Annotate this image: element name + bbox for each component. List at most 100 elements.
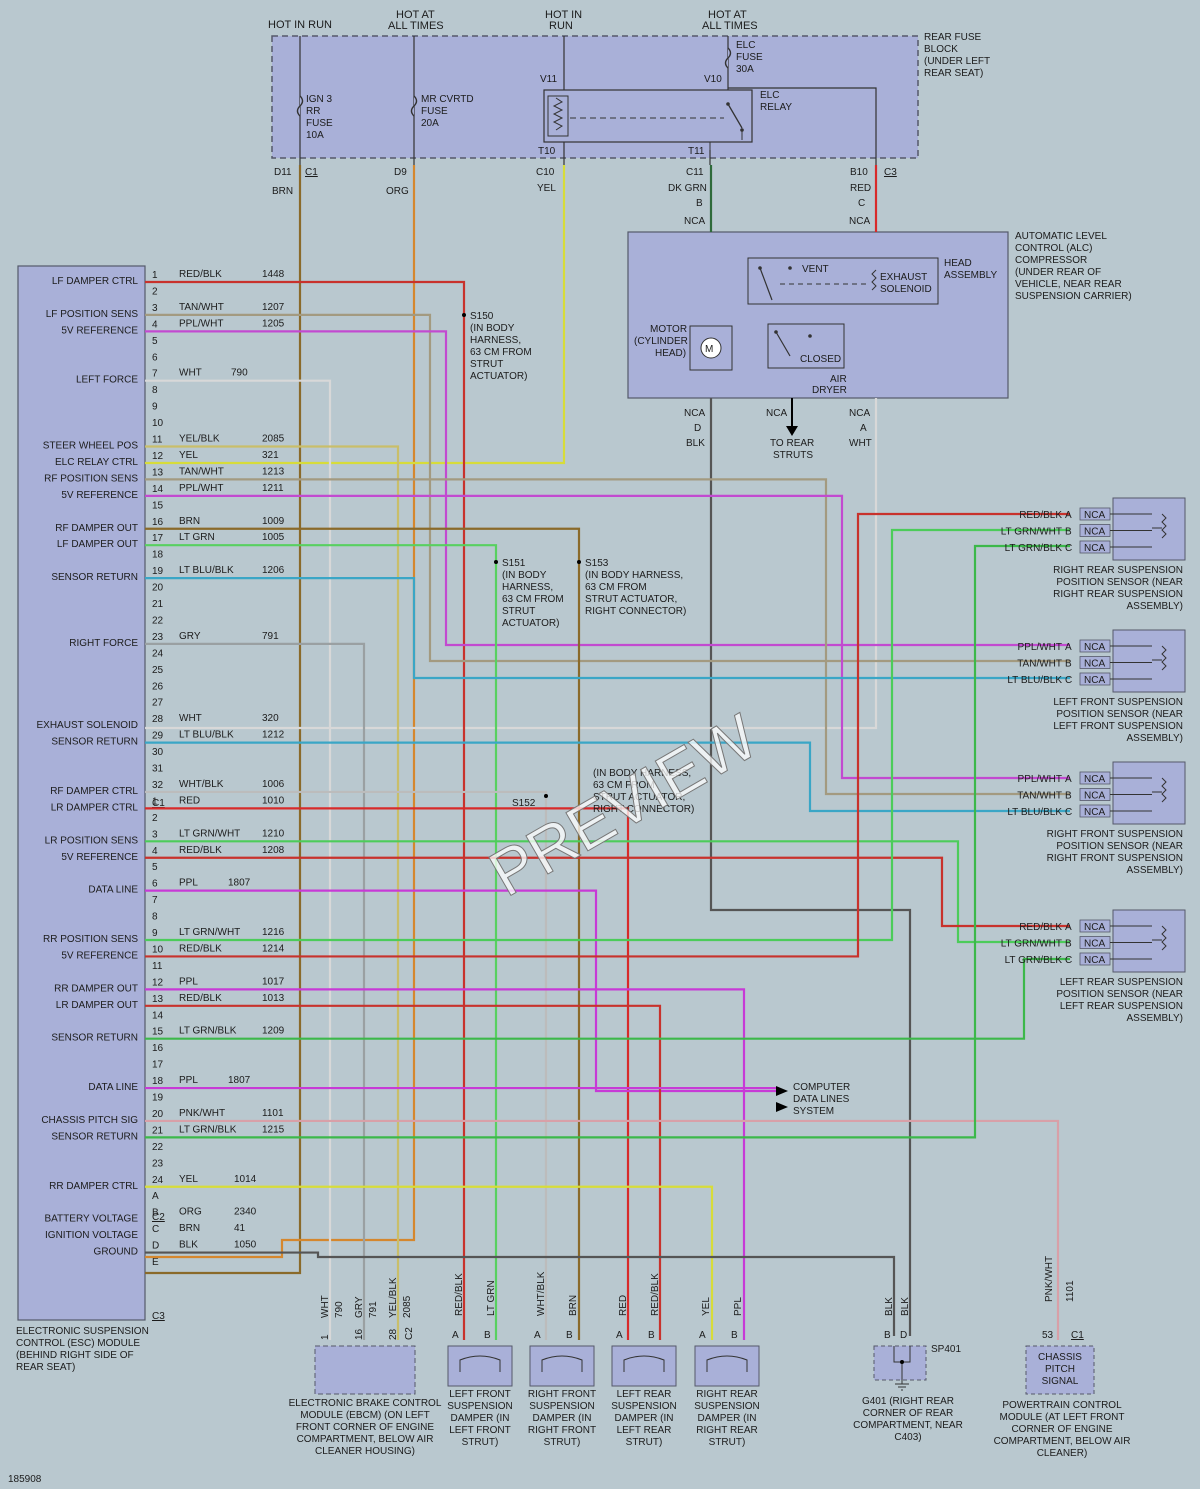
damper-label: SUSPENSION [611, 1401, 677, 1412]
module-pin-number: 3 [152, 303, 158, 314]
module-pin-desc: DATA LINE [88, 1082, 138, 1093]
sensor-nca: NCA [1084, 675, 1105, 686]
damper-label: DAMPER (IN [698, 1413, 757, 1424]
module-pin-color: GRY [179, 631, 201, 642]
module-pin-color: YEL/BLK [179, 434, 220, 445]
module-pin-circuit: 1807 [228, 1075, 251, 1086]
damper-label: STRUT) [544, 1437, 581, 1448]
ground-label: COMPARTMENT, NEAR [853, 1420, 963, 1431]
ground-label: CORNER OF REAR [863, 1408, 954, 1419]
module-pin-desc: SENSOR RETURN [51, 1131, 138, 1142]
module-pin-circuit: 1010 [262, 795, 285, 806]
sensor-nca: NCA [1084, 510, 1105, 521]
sensor-nca: NCA [1084, 543, 1105, 554]
terminal-label: B10 [850, 167, 868, 178]
sensor-pin: A [1065, 510, 1072, 521]
module-pin-number: 18 [152, 550, 164, 561]
ebcm-label: ELECTRONIC BRAKE CONTROL [289, 1398, 442, 1409]
sensor-label: POSITION SENSOR (NEAR [1056, 577, 1183, 588]
module-pin-desc: RF POSITION SENS [44, 473, 138, 484]
sensor-label: ASSEMBLY) [1127, 733, 1184, 744]
module-pin-number: 7 [152, 895, 158, 906]
connector-label: C1 [1071, 1330, 1084, 1341]
module-pin-color: BRN [179, 1223, 200, 1234]
sensor-label: RIGHT REAR SUSPENSION [1053, 565, 1183, 576]
sensor-wire-color: TAN/WHT [1017, 791, 1062, 802]
module-pin-number: 7 [152, 369, 158, 380]
sensor-label: RIGHT FRONT SUSPENSION [1047, 853, 1183, 864]
sensor-nca: NCA [1084, 939, 1105, 950]
damper-wire-color: RED/BLK [650, 1273, 661, 1316]
damper-wire-color: RED/BLK [454, 1273, 465, 1316]
sensor-pin: B [1065, 659, 1072, 670]
pcm-circuit: 1101 [1065, 1280, 1076, 1302]
module-pin-number: 4 [152, 319, 158, 330]
sensor-label: POSITION SENSOR (NEAR [1056, 989, 1183, 1000]
damper-label: STRUT) [709, 1437, 746, 1448]
damper-label: LEFT REAR [617, 1389, 672, 1400]
wire-color: BRN [272, 186, 293, 197]
module-pin-circuit: 1013 [262, 993, 285, 1004]
module-pin-circuit: 2340 [234, 1207, 257, 1218]
module-pin-number: 25 [152, 665, 164, 676]
module-pin-number: 22 [152, 615, 164, 626]
module-pin-circuit: 1213 [262, 466, 285, 477]
ground-pin: D [900, 1330, 907, 1341]
sensor-pin: B [1065, 939, 1072, 950]
module-pin-number: 23 [152, 1158, 164, 1169]
module-pin-desc: RF DAMPER CTRL [50, 786, 138, 797]
module-pin-desc: LF DAMPER OUT [57, 539, 138, 550]
module-pin-desc: CHASSIS PITCH SIG [41, 1115, 138, 1126]
sensor-wire-color: RED/BLK [1019, 922, 1062, 933]
wire-color: DK GRN [668, 183, 707, 194]
sensor-wire-color: LT GRN/BLK [1005, 543, 1063, 554]
pcm-wire-color: PNK/WHT [1044, 1256, 1055, 1302]
module-pin-number: 27 [152, 698, 164, 709]
sensor-pin: C [1065, 675, 1072, 686]
module-pin-circuit: 320 [262, 713, 279, 724]
module-pin-number: 19 [152, 566, 164, 577]
damper-pin: B [484, 1330, 491, 1341]
module-pin-desc: 5V REFERENCE [61, 950, 138, 961]
module-pin-number: 17 [152, 533, 164, 544]
module-pin-circuit: 1014 [234, 1174, 257, 1185]
module-pin-color: PPL [179, 976, 198, 987]
module-pin-desc: BATTERY VOLTAGE [44, 1214, 138, 1225]
sensor-wire-color: LT BLU/BLK [1007, 675, 1062, 686]
module-pin-number: 1 [152, 270, 158, 281]
sensor-pin: A [1065, 642, 1072, 653]
damper-pin: A [616, 1330, 623, 1341]
module-pin-circuit: 321 [262, 450, 279, 461]
module-pin-circuit: 1212 [262, 730, 285, 741]
sensor-label: RIGHT REAR SUSPENSION [1053, 589, 1183, 600]
damper-label: STRUT) [462, 1437, 499, 1448]
damper-label: DAMPER (IN [451, 1413, 510, 1424]
sensor-pin: A [1065, 922, 1072, 933]
ebcm-circuit: 791 [368, 1301, 379, 1318]
sensor-nca: NCA [1084, 774, 1105, 785]
damper-pin: B [731, 1330, 738, 1341]
svg-text:NCA: NCA [849, 216, 870, 227]
wire [145, 280, 466, 1340]
module-pin-color: RED/BLK [179, 943, 222, 954]
wire [145, 1004, 662, 1340]
module-pin-circuit: 791 [262, 631, 279, 642]
damper-wire-color: BRN [568, 1295, 579, 1316]
module-pin-number: 19 [152, 1093, 164, 1104]
wire [145, 957, 1070, 1040]
sensor-nca: NCA [1084, 527, 1105, 538]
sensor-label: RIGHT FRONT SUSPENSION [1047, 829, 1183, 840]
ebcm-pin: 1 [320, 1334, 331, 1340]
connector-label: C3 [152, 1311, 165, 1322]
damper-label: SUSPENSION [694, 1401, 760, 1412]
module-pin-circuit: 1205 [262, 318, 285, 329]
module-pin-number: 14 [152, 1010, 164, 1021]
module-pin-number: 30 [152, 747, 164, 758]
